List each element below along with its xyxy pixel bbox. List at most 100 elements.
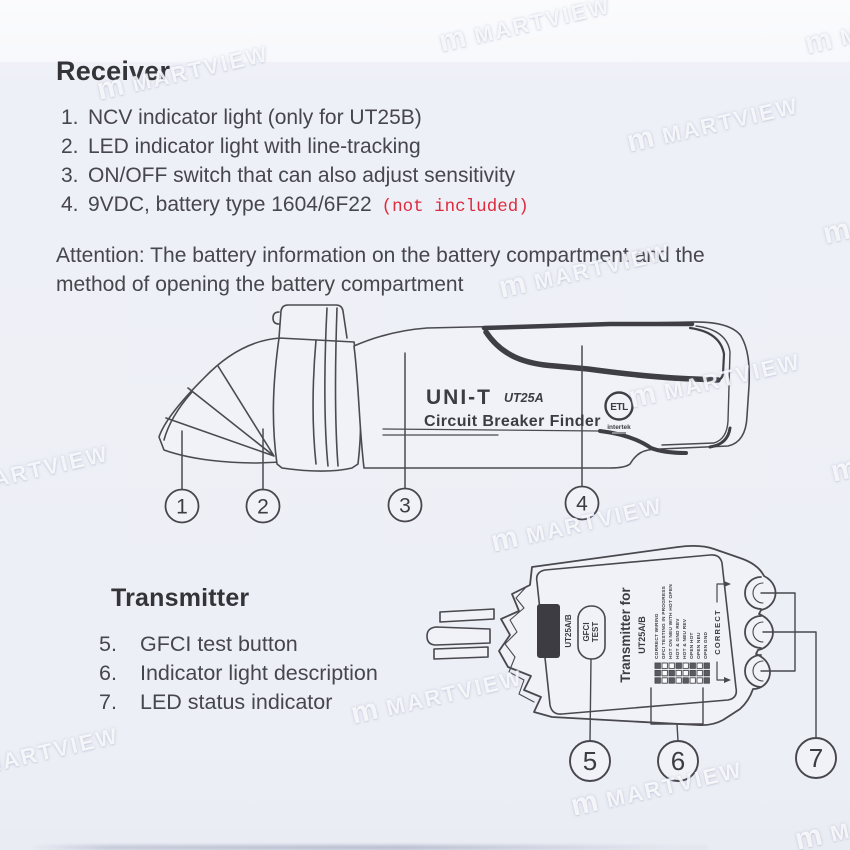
callout-circle	[164, 488, 200, 524]
plug-blade-bottom	[433, 646, 489, 660]
callout-number: 7	[809, 743, 823, 773]
transmitter-brand-box	[537, 604, 560, 658]
watermark-text: MARTVIEW	[0, 440, 112, 497]
martview-logo: m	[791, 818, 826, 850]
callout-lines	[589, 592, 817, 742]
svg-text:HOT ON NEU WITH HOT OPEN: HOT ON NEU WITH HOT OPEN	[668, 584, 674, 659]
callout-lines	[181, 345, 583, 490]
receiver-diagram: UNI-T UT25A Circuit Breaker Finder ETL i…	[158, 304, 751, 524]
receiver-body	[353, 321, 751, 469]
not-included-note: (not included)	[381, 197, 529, 217]
callout-circle	[564, 485, 600, 521]
item-text: GFCI test button	[140, 632, 298, 656]
item-number: 5.	[99, 632, 117, 656]
callout-number: 1	[176, 496, 188, 519]
callout-circle	[569, 740, 611, 782]
martview-logo: m	[623, 120, 658, 159]
boot	[272, 337, 362, 472]
list-item: 2. LED indicator light with line-trackin…	[61, 132, 529, 161]
gfci-button-label-2: TEST	[591, 622, 600, 643]
list-item: 3. ON/OFF switch that can also adjust se…	[61, 161, 529, 190]
callout-number: 6	[671, 746, 685, 776]
item-text: LED indicator light with line-tracking	[88, 135, 421, 158]
wiring-legend: CORRECT WIRING GFCI TESTING IN PROGRESS …	[654, 584, 709, 659]
etl-intertek-logo: ETL intertek	[604, 391, 634, 434]
gfci-test-button: GFCI TEST	[577, 605, 606, 660]
item-number: 6.	[99, 661, 117, 685]
clamp-head	[158, 337, 283, 464]
model-label: UT25A	[504, 391, 544, 405]
list-item: 4. 9VDC, battery type 1604/6F22 (not inc…	[61, 190, 529, 222]
svg-text:HOT & GND REV: HOT & GND REV	[675, 618, 681, 659]
panel-title: Transmitter for	[618, 587, 633, 683]
correct-label: CORRECT	[713, 609, 722, 654]
handle-rail	[481, 321, 695, 331]
transmitter-brand-label: UNI-T	[543, 614, 555, 647]
attention-line: method of opening the battery compartmen…	[56, 272, 464, 296]
transmitter-diagram: UNI-T UT25A/B GFCI TEST Transmitter for …	[426, 544, 837, 782]
item-text: Indicator light description	[140, 661, 378, 685]
svg-text:OPEN GND: OPEN GND	[703, 631, 709, 659]
attention-paragraph: Attention: The battery information on th…	[56, 242, 816, 299]
list-item: 5. GFCI test button	[99, 630, 378, 659]
martview-logo: m	[567, 784, 602, 823]
list-item: 7. LED status indicator	[99, 688, 378, 717]
plug-blade-top	[439, 608, 495, 623]
attention-line: Attention: The battery information on th…	[56, 244, 705, 267]
hinge-knob	[278, 304, 348, 339]
transmitter-model-label: UT25A/B	[564, 614, 573, 648]
item-text: LED status indicator	[140, 690, 333, 714]
transmitter-feature-list: 5. GFCI test button 6. Indicator light d…	[99, 630, 378, 717]
callout-circle	[657, 740, 699, 782]
receiver-heading: Receiver	[56, 56, 171, 86]
svg-text:intertek: intertek	[607, 424, 631, 431]
receiver-feature-list: 1. NCV indicator light (only for UT25B) …	[61, 103, 529, 222]
martview-logo: m	[827, 450, 850, 489]
item-number: 3.	[61, 164, 79, 187]
scan-light-band	[0, 0, 850, 62]
item-text: NCV indicator light (only for UT25B)	[88, 106, 422, 129]
item-number: 4.	[61, 193, 79, 216]
item-number: 1.	[61, 106, 79, 129]
transmitter-heading: Transmitter	[111, 584, 250, 612]
svg-text:HOT & NEU REV: HOT & NEU REV	[682, 618, 688, 659]
callout-number: 5	[583, 746, 597, 776]
led-windows	[744, 576, 764, 688]
item-number: 2.	[61, 135, 79, 158]
watermark-text: MARTVIEW	[659, 92, 802, 149]
watermark-text: MARTVIEW	[0, 722, 122, 779]
list-item: 1. NCV indicator light (only for UT25B)	[61, 103, 529, 132]
svg-text:ETL: ETL	[610, 402, 628, 413]
callout-number: 2	[257, 496, 269, 519]
face-plate	[535, 554, 738, 715]
gfci-button-label-1: GFCI	[582, 622, 591, 641]
product-label: Circuit Breaker Finder	[424, 413, 601, 430]
callout-number: 3	[399, 495, 411, 518]
svg-text:OPEN HOT: OPEN HOT	[689, 632, 695, 659]
receiver-callouts	[164, 485, 600, 524]
svg-text:CORRECT WIRING: CORRECT WIRING	[654, 613, 660, 659]
callout-number: 4	[576, 493, 588, 516]
svg-text:OPEN NEU: OPEN NEU	[696, 632, 702, 659]
item-text: ON/OFF switch that can also adjust sensi…	[88, 164, 516, 187]
scan-edge-smudge	[28, 845, 708, 850]
item-number: 7.	[99, 690, 117, 714]
callout-circle	[245, 488, 281, 524]
item-text: 9VDC, battery type 1604/6F22	[88, 193, 372, 216]
martview-logo: m	[819, 212, 850, 251]
brand-label: UNI-T	[426, 386, 492, 409]
panel-model: UT25A/B	[637, 616, 647, 654]
callout-circle	[795, 737, 837, 779]
led-indicator-grid	[654, 662, 710, 684]
plug-ground-pin	[426, 626, 491, 646]
svg-text:GFCI TESTING IN PROGRESS: GFCI TESTING IN PROGRESS	[661, 585, 667, 659]
grip-slot-edge	[483, 329, 721, 383]
transmitter-callouts	[569, 737, 837, 782]
